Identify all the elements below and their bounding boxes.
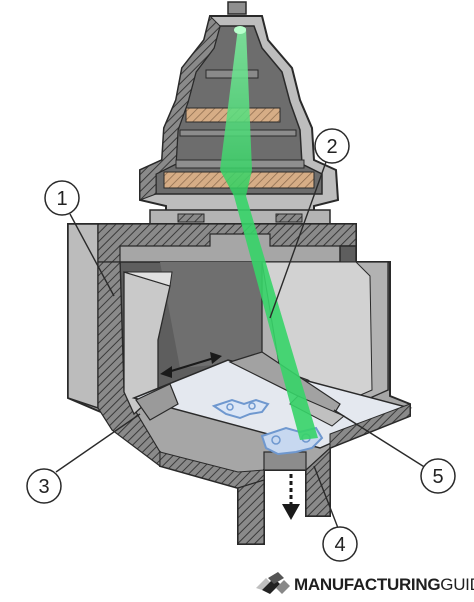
laser-beam	[220, 26, 318, 440]
piston-down-arrow	[282, 474, 300, 520]
svg-text:3: 3	[38, 476, 49, 498]
svg-text:1: 1	[56, 188, 67, 210]
logo-mark-icon	[256, 572, 290, 594]
logo-wordmark: MANUFACTURINGGUIDE	[294, 575, 474, 594]
build-piston	[263, 451, 307, 471]
callout-2: 2	[314, 128, 350, 164]
svg-text:2: 2	[326, 136, 337, 158]
svg-text:5: 5	[432, 466, 443, 488]
callout-5: 5	[420, 458, 456, 494]
build-chamber-housing	[67, 223, 413, 545]
manufacturing-guide-logo: MANUFACTURINGGUIDE	[256, 572, 474, 594]
recoater-left	[135, 383, 179, 421]
callout-4: 4	[322, 526, 358, 562]
callout-3: 3	[26, 468, 62, 504]
svg-text:4: 4	[334, 534, 345, 556]
callout-1: 1	[44, 180, 80, 216]
recoater-motion-arrow	[160, 352, 222, 378]
leader-lines	[55, 161, 427, 529]
